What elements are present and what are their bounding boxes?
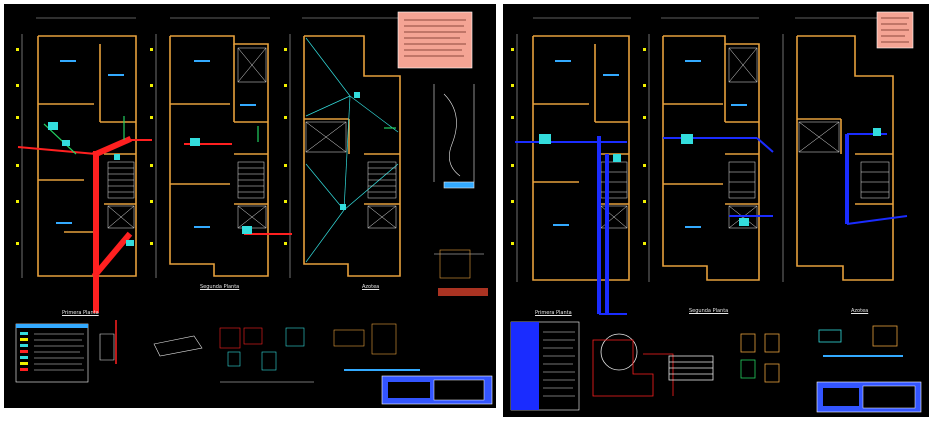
plan-title-water-1: Primera Planta: [535, 310, 572, 316]
water-drawing: [510, 11, 922, 413]
plan-title-water-3: Azotea: [851, 308, 869, 314]
light-wells: [107, 47, 397, 229]
dimension-lines: [516, 17, 891, 282]
plan-title-sanitary-3: Azotea: [362, 284, 380, 290]
riser-detail: [433, 84, 488, 296]
plan-title-sanitary-1: Primera Planta: [62, 310, 99, 316]
title-block: [381, 375, 493, 405]
sanitary-drawing: [15, 11, 493, 405]
plan-2-walls: [169, 35, 269, 277]
column-markers: [16, 48, 287, 245]
general-notes-box: [876, 11, 914, 49]
roof-slope-lines: [305, 37, 399, 263]
fixtures: [48, 92, 360, 246]
plan-title-sanitary-2: Segunda Planta: [200, 284, 240, 290]
column-markers: [511, 48, 646, 245]
room-tags: [553, 60, 747, 228]
stairs: [107, 161, 397, 199]
plan-title-water-2: Segunda Planta: [689, 308, 729, 314]
plan-1-walls: [37, 35, 137, 277]
legend-table: [15, 323, 89, 383]
legend-table: [510, 321, 580, 411]
title-block: [816, 381, 922, 413]
plan-3-walls: [303, 35, 401, 277]
sanitary-drawing-sheet: Primera Planta Segunda Planta Azotea: [4, 4, 496, 408]
drain-pipes: [91, 136, 133, 313]
water-drawing-sheet: Primera Planta Segunda Planta Azotea: [503, 4, 929, 417]
dimension-lines: [21, 17, 400, 278]
plan-2-walls: [662, 35, 760, 281]
general-notes-box: [397, 11, 473, 69]
vent-pipes: [43, 116, 396, 155]
plan-3-walls: [796, 35, 894, 281]
fixtures: [539, 128, 881, 226]
installation-details: [99, 320, 420, 383]
installation-details: [592, 325, 903, 397]
water-mains: [597, 134, 849, 314]
room-tags: [56, 60, 256, 228]
